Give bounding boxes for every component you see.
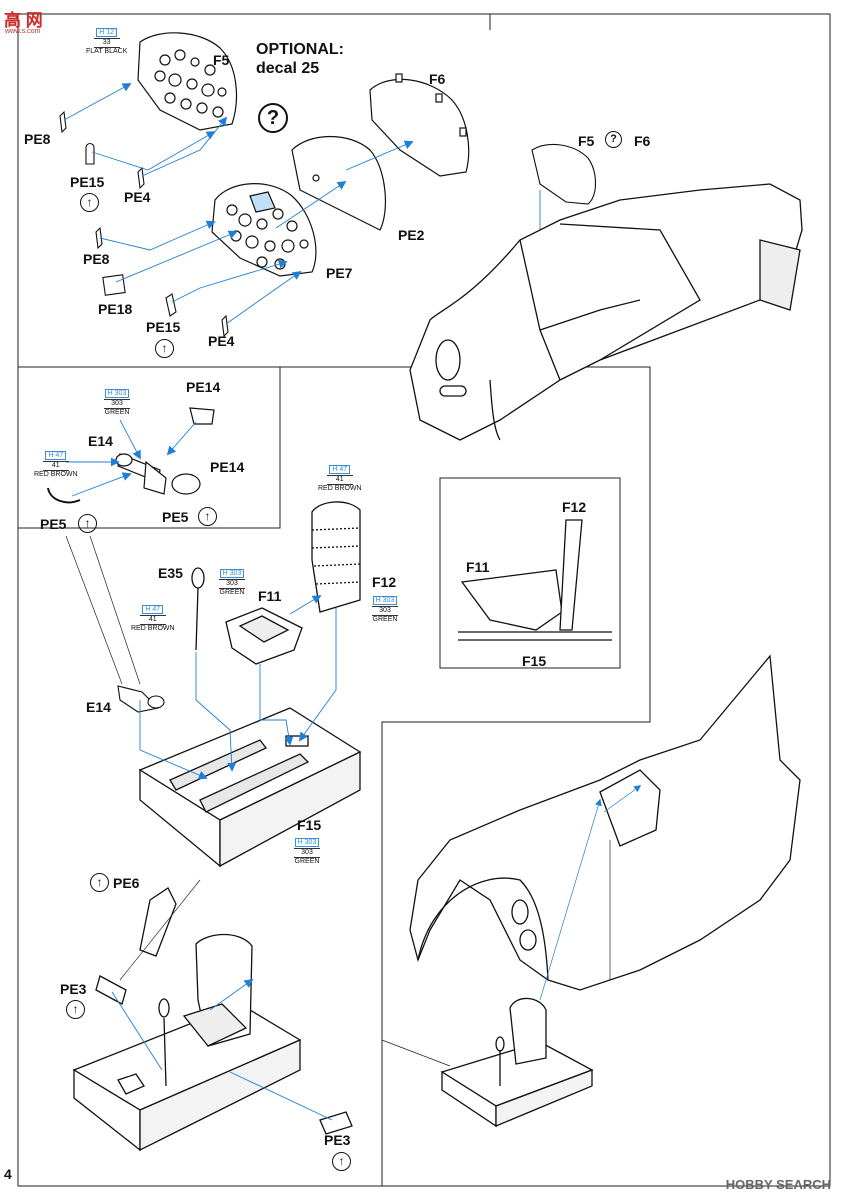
optional-note-line2: decal 25 <box>256 60 320 77</box>
label-pe4-top: PE4 <box>124 189 151 205</box>
label-f6: F6 <box>429 71 446 87</box>
question-small-icon: ? <box>605 131 622 148</box>
paint-flat-black: H 12 33 FLAT BLACK <box>86 28 128 55</box>
step-arrow-icon-pe5-right: ↑ <box>198 507 217 526</box>
optional-note: OPTIONAL: decal 25 <box>256 40 344 78</box>
paint-red-f12: H 47 41 RED BROWN <box>318 465 362 492</box>
fuselage-bottom-right <box>409 654 801 1128</box>
paint-green-e35: H 303 303 GREEN <box>219 569 245 596</box>
leader-lines-seat <box>139 595 337 780</box>
label-pe15-top: PE15 <box>70 174 105 190</box>
label-pe8-top: PE8 <box>24 131 51 147</box>
label-f12: F12 <box>372 574 397 590</box>
label-f5: F5 <box>213 52 230 68</box>
e14-assembly <box>47 407 215 504</box>
f11-seatpan <box>225 607 303 665</box>
step-arrow-icon-pe6: ↑ <box>90 873 109 892</box>
label-e35: E35 <box>158 565 183 581</box>
label-pe14-right: PE14 <box>210 459 245 475</box>
e35-lever <box>191 567 205 651</box>
f5-f6-outline <box>531 143 597 205</box>
label-pe7: PE7 <box>326 265 353 281</box>
f12-seatback <box>311 501 361 613</box>
label-f5-small: F5 <box>578 133 595 149</box>
optional-note-line1: OPTIONAL: <box>256 41 344 58</box>
step-arrow-icon-pe3-left: ↑ <box>66 1000 85 1019</box>
install-guides <box>381 785 642 1067</box>
leader-lines-bottom <box>111 978 333 1121</box>
watermark-url: www.s.com <box>5 28 41 35</box>
label-pe5-left: PE5 <box>40 516 67 532</box>
instrument-panel-f5 <box>137 32 238 131</box>
label-pe3-bottom: PE3 <box>324 1132 351 1148</box>
watermark-hobbysearch: HOBBY SEARCH <box>725 1177 831 1192</box>
label-pe14-top: PE14 <box>186 379 221 395</box>
leader-lines-e14 <box>66 419 197 497</box>
label-f11-detail: F11 <box>466 559 490 575</box>
paint-green-f15: H 303 303 GREEN <box>294 838 320 865</box>
label-pe15-mid: PE15 <box>146 319 181 335</box>
small-pe-parts <box>59 110 229 338</box>
label-e14-lower: E14 <box>86 699 111 715</box>
label-f11: F11 <box>258 588 282 604</box>
fuselage-top-right <box>409 183 803 441</box>
label-pe3-left: PE3 <box>60 981 87 997</box>
seat-detail-inset <box>458 519 612 641</box>
zoom-lines <box>65 535 141 685</box>
bottom-guides <box>119 879 201 981</box>
paint-green-pe14: H 303 303 GREEN <box>104 389 130 416</box>
watermark-logo: 高 网 <box>4 11 43 30</box>
label-e14-top: E14 <box>88 433 113 449</box>
f6-panel <box>369 73 470 177</box>
label-pe18: PE18 <box>98 301 133 317</box>
label-pe4-mid: PE4 <box>208 333 235 349</box>
label-f15-detail: F15 <box>522 653 547 669</box>
leader-lines-top <box>63 83 414 325</box>
label-pe2: PE2 <box>398 227 425 243</box>
paint-green-f12: H 303 303 GREEN <box>372 596 398 623</box>
label-pe5-right: PE5 <box>162 509 189 525</box>
label-pe8-mid: PE8 <box>83 251 110 267</box>
step-arrow-icon-pe15-top: ↑ <box>80 193 99 212</box>
label-f6-small: F6 <box>634 133 651 149</box>
instrument-panel-pe7 <box>211 183 317 277</box>
e14-small <box>117 685 165 713</box>
f15-floor <box>138 707 362 868</box>
paint-red-pe5: H 47 41 RED BROWN <box>34 451 78 478</box>
label-pe6: PE6 <box>113 875 140 891</box>
label-f12-detail: F12 <box>562 499 587 515</box>
step-arrow-icon-pe3-bottom: ↑ <box>332 1152 351 1171</box>
label-f15: F15 <box>297 817 322 833</box>
step-arrow-icon-pe5-left: ↑ <box>78 514 97 533</box>
seat-assembled-bottom <box>72 887 353 1152</box>
paint-red-e35: H 47 41 RED BROWN <box>131 605 175 632</box>
question-mark-icon: ? <box>258 103 288 133</box>
page-number: 4 <box>4 1166 12 1182</box>
step-arrow-icon-pe15-mid: ↑ <box>155 339 174 358</box>
